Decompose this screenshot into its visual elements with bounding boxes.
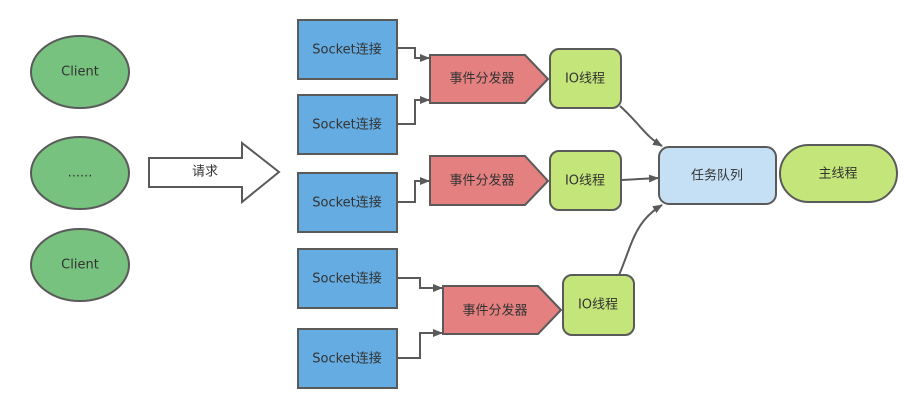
dispatcher-node: 事件分发器 bbox=[429, 155, 550, 206]
socket-label: Socket连接 bbox=[312, 195, 382, 211]
edge-socket-to-dispatcher bbox=[398, 177, 430, 203]
edge-io-thread-to-task-queue bbox=[621, 174, 659, 183]
io-thread-box bbox=[562, 274, 635, 336]
socket-node: Socket连接 bbox=[297, 94, 398, 155]
client-label: Client bbox=[61, 258, 99, 273]
io-thread-label: IO线程 bbox=[565, 174, 605, 189]
client-ellipse bbox=[30, 136, 130, 210]
socket-node: Socket连接 bbox=[297, 248, 398, 309]
dispatcher-label: 事件分发器 bbox=[449, 173, 514, 189]
request-arrow-shape bbox=[148, 140, 281, 205]
io-thread-label: IO线程 bbox=[578, 298, 618, 313]
socket-node: Socket连接 bbox=[297, 19, 398, 80]
io-thread-box bbox=[549, 150, 622, 211]
socket-label: Socket连接 bbox=[312, 351, 382, 367]
edge-io-thread-to-task-queue bbox=[619, 105, 663, 147]
client-ellipse bbox=[30, 228, 130, 302]
edge-io-thread-to-task-queue bbox=[618, 204, 663, 276]
edge-socket-to-dispatcher bbox=[398, 96, 430, 125]
io-thread-label: IO线程 bbox=[565, 72, 605, 87]
edge-socket-to-dispatcher bbox=[398, 277, 443, 292]
socket-label: Socket连接 bbox=[312, 271, 382, 287]
socket-node: Socket连接 bbox=[297, 328, 398, 389]
client-label: Client bbox=[61, 65, 99, 80]
io-thread-node: IO线程 bbox=[549, 150, 622, 211]
io-thread-node: IO线程 bbox=[562, 274, 635, 336]
edge-socket-to-dispatcher bbox=[398, 47, 430, 62]
request-arrow-label: 请求 bbox=[192, 165, 218, 180]
dispatcher-node: 事件分发器 bbox=[442, 285, 563, 335]
client-node: ...... bbox=[30, 136, 130, 210]
dispatcher-label: 事件分发器 bbox=[462, 303, 527, 319]
task-queue-node: 任务队列 bbox=[658, 146, 777, 205]
edge-socket-to-dispatcher bbox=[398, 329, 443, 359]
socket-label: Socket连接 bbox=[312, 42, 382, 58]
socket-box bbox=[297, 19, 398, 80]
client-node: Client bbox=[30, 35, 130, 109]
io-thread-box bbox=[549, 48, 622, 109]
socket-box bbox=[297, 94, 398, 155]
dispatcher-label: 事件分发器 bbox=[449, 71, 514, 87]
client-ellipse bbox=[30, 35, 130, 109]
client-label: ...... bbox=[68, 166, 93, 181]
task-queue-label: 任务队列 bbox=[691, 168, 743, 184]
task-queue-box bbox=[658, 146, 777, 205]
socket-node: Socket连接 bbox=[297, 172, 398, 233]
main-thread-box bbox=[779, 144, 898, 203]
io-thread-node: IO线程 bbox=[549, 48, 622, 109]
request-arrow: 请求 bbox=[148, 140, 281, 205]
dispatcher-shape bbox=[442, 285, 563, 335]
socket-box bbox=[297, 172, 398, 233]
dispatcher-shape bbox=[429, 54, 550, 104]
dispatcher-node: 事件分发器 bbox=[429, 54, 550, 104]
socket-box bbox=[297, 328, 398, 389]
dispatcher-shape bbox=[429, 155, 550, 206]
main-thread-label: 主线程 bbox=[818, 167, 857, 182]
main-thread-node: 主线程 bbox=[779, 144, 898, 203]
socket-box bbox=[297, 248, 398, 309]
socket-label: Socket连接 bbox=[312, 117, 382, 133]
client-node: Client bbox=[30, 228, 130, 302]
